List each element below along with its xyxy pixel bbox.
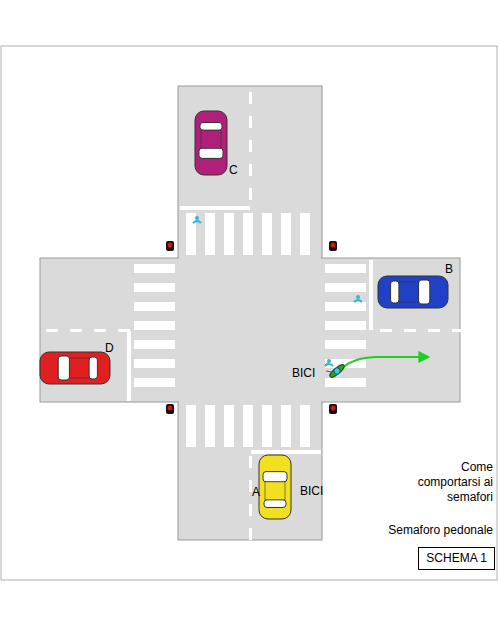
crosswalk-stripe bbox=[243, 405, 253, 447]
traffic-light bbox=[329, 241, 337, 251]
lane-dash bbox=[249, 504, 252, 516]
crosswalk-stripe bbox=[325, 283, 366, 292]
lane-dash bbox=[428, 329, 440, 332]
lane-dash bbox=[380, 329, 392, 332]
crosswalk-stripe bbox=[134, 302, 175, 311]
road-markings bbox=[46, 92, 464, 564]
car-body bbox=[195, 111, 227, 175]
vehicle-letter: D bbox=[105, 341, 114, 356]
stop-line bbox=[127, 331, 131, 401]
horizontal-road bbox=[40, 258, 460, 402]
rear-window bbox=[200, 123, 222, 131]
lane-dash bbox=[94, 329, 106, 332]
crosswalk-stripe bbox=[134, 264, 175, 273]
lane-dash bbox=[249, 164, 252, 176]
crosswalk-stripe bbox=[134, 378, 175, 387]
note-text: Semaforo pedonale bbox=[330, 523, 493, 538]
vehicle-letter: B bbox=[445, 262, 453, 277]
car bbox=[195, 111, 227, 175]
crosswalk-stripe bbox=[325, 302, 366, 311]
crosswalk-stripe bbox=[134, 283, 175, 292]
note-text: Come comportarsi ai semafori bbox=[410, 460, 493, 505]
lane-dash bbox=[249, 552, 252, 564]
crosswalk-stripe bbox=[281, 213, 291, 255]
crosswalk-stripe bbox=[300, 405, 310, 447]
vehicle-letter: A bbox=[252, 485, 260, 500]
windshield bbox=[263, 472, 287, 482]
vertical-road bbox=[178, 86, 322, 540]
car bbox=[378, 276, 448, 308]
vehicle-letter: C bbox=[229, 163, 238, 178]
crosswalk-stripe bbox=[186, 405, 196, 447]
rear-window bbox=[89, 357, 97, 379]
traffic-light bbox=[166, 241, 174, 251]
pedestrian-symbol bbox=[325, 359, 333, 366]
lane-dash bbox=[249, 480, 252, 492]
stop-line bbox=[180, 206, 250, 210]
pedestrian-symbol bbox=[354, 295, 362, 302]
signals bbox=[166, 216, 428, 414]
crosswalk-stripe bbox=[224, 213, 234, 255]
car bbox=[40, 352, 110, 384]
crosswalk-stripe bbox=[325, 359, 366, 368]
roof bbox=[201, 130, 221, 148]
roof bbox=[265, 482, 285, 500]
crosswalk-stripe bbox=[325, 378, 366, 387]
crosswalk-stripe bbox=[134, 359, 175, 368]
crosswalk-stripe bbox=[262, 405, 272, 447]
crosswalk-stripe bbox=[134, 340, 175, 349]
lane-dash bbox=[46, 329, 58, 332]
lane-dash bbox=[249, 188, 252, 200]
crosswalk-stripe bbox=[325, 340, 366, 349]
crosswalk-stripe bbox=[205, 405, 215, 447]
car-body bbox=[259, 455, 291, 519]
lane-dash bbox=[70, 329, 82, 332]
windshield bbox=[199, 148, 223, 158]
stop-line bbox=[251, 450, 321, 454]
traffic-light bbox=[329, 404, 337, 414]
lane-dash bbox=[249, 528, 252, 540]
lane-dash bbox=[249, 140, 252, 152]
rear-window bbox=[391, 281, 399, 303]
crosswalk-stripe bbox=[243, 213, 253, 255]
pedestrian-symbol bbox=[193, 216, 201, 223]
cars bbox=[40, 111, 448, 519]
crosswalk-stripe bbox=[205, 213, 215, 255]
lane-dash bbox=[249, 92, 252, 104]
crosswalk-stripe bbox=[281, 405, 291, 447]
intersection-area bbox=[179, 257, 321, 403]
lane-dash bbox=[249, 116, 252, 128]
lane-dash bbox=[452, 329, 464, 332]
car-body bbox=[378, 276, 448, 308]
car-body bbox=[40, 352, 110, 384]
crosswalk-stripe bbox=[325, 321, 366, 330]
schema-label-box: SCHEMA 1 bbox=[418, 547, 495, 570]
bike-label: BICI bbox=[292, 366, 315, 381]
car bbox=[259, 455, 291, 519]
traffic-light bbox=[166, 404, 174, 414]
crosswalk-stripe bbox=[186, 213, 196, 255]
stop-line bbox=[369, 260, 373, 330]
crosswalk-stripe bbox=[224, 405, 234, 447]
frame bbox=[1, 46, 497, 580]
roads bbox=[40, 86, 460, 540]
crosswalk-stripe bbox=[134, 321, 175, 330]
motion-marks bbox=[325, 362, 332, 372]
windshield bbox=[419, 280, 430, 304]
bike-label: BICI bbox=[300, 484, 323, 499]
crosswalk-stripe bbox=[262, 213, 272, 255]
crosswalk-stripe bbox=[325, 264, 366, 273]
bike-path-arrow bbox=[342, 357, 428, 368]
lane-dash bbox=[249, 456, 252, 468]
schema-label: SCHEMA 1 bbox=[426, 551, 487, 566]
roof bbox=[399, 282, 419, 302]
rear-window bbox=[264, 500, 286, 508]
windshield bbox=[58, 356, 69, 380]
roof bbox=[69, 358, 89, 378]
lane-dash bbox=[404, 329, 416, 332]
crosswalk-stripe bbox=[300, 213, 310, 255]
